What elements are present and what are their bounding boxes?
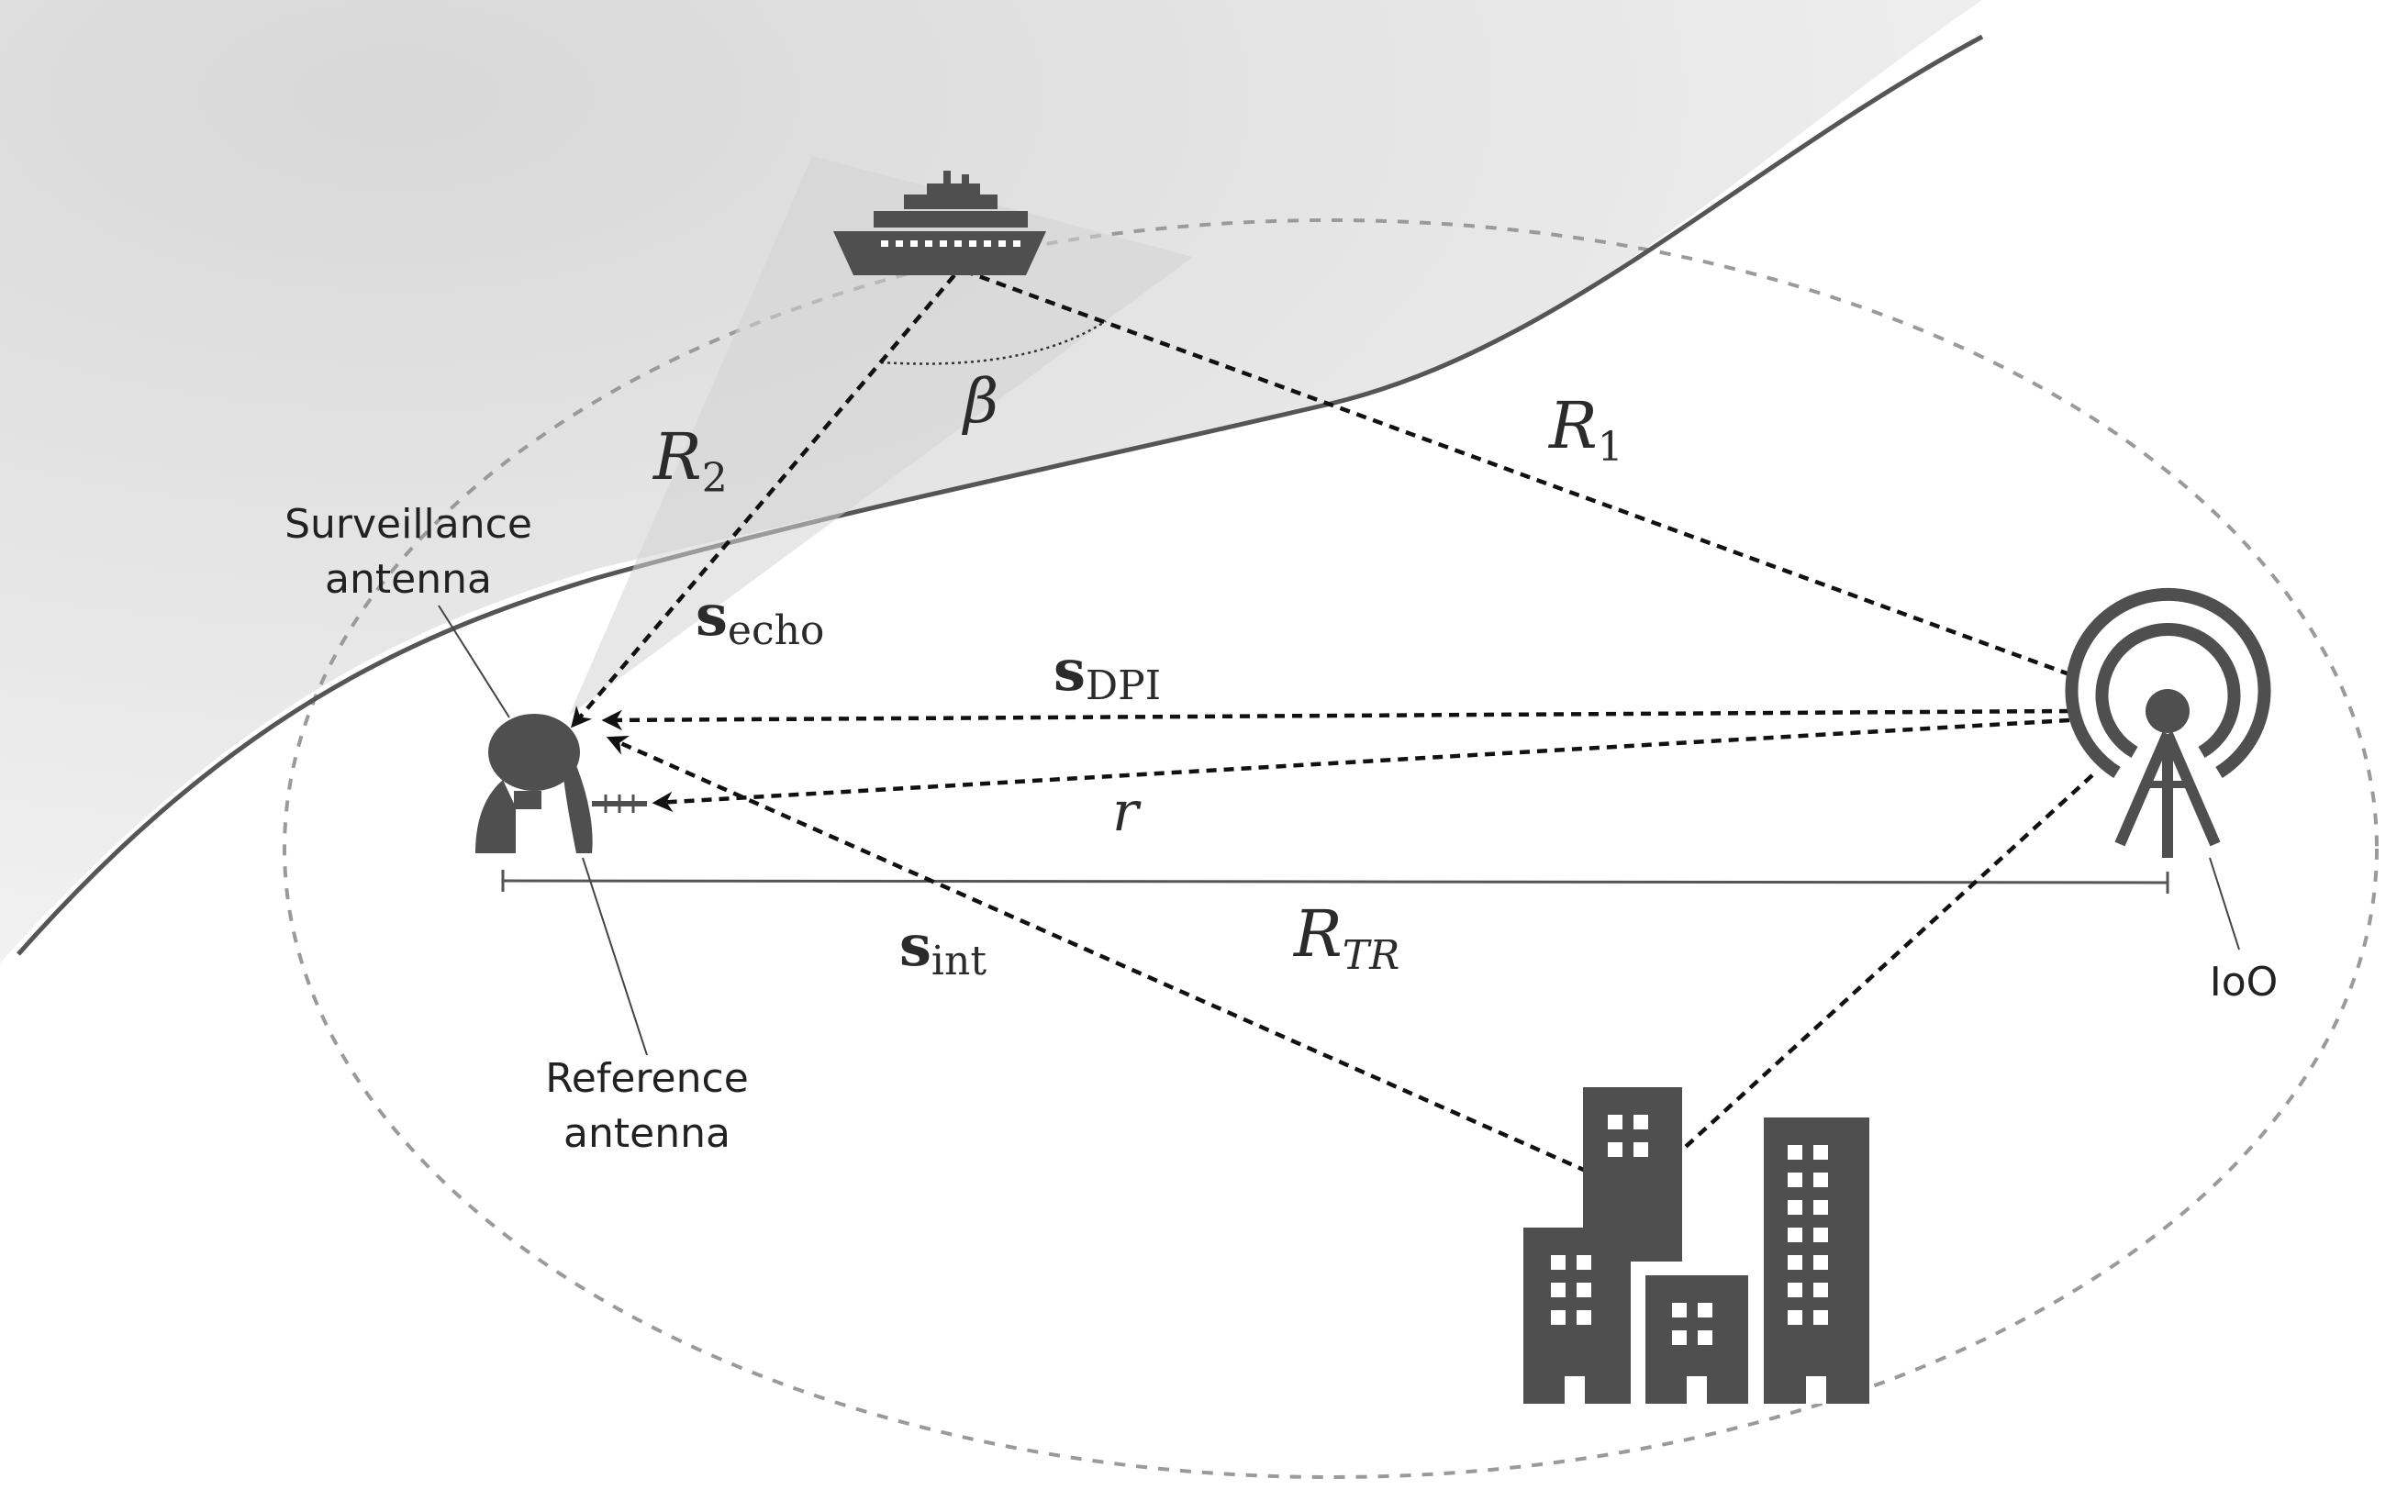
leader-reference xyxy=(582,857,648,1056)
label-s-int: sint xyxy=(899,912,987,984)
label-r2: R2 xyxy=(652,419,728,502)
path-r2-echo xyxy=(571,273,956,728)
label-r1: R1 xyxy=(1547,388,1623,471)
label-r-small: r xyxy=(1112,780,1142,844)
path-dpi xyxy=(601,708,2070,731)
leader-surveillance xyxy=(438,605,510,718)
ship-icon xyxy=(833,171,1046,275)
transmitter-tower-icon xyxy=(2065,587,2271,858)
sea-region xyxy=(0,0,1982,963)
label-surveillance-line2: antenna xyxy=(325,556,492,603)
leader-ioo xyxy=(2209,857,2240,951)
path-r1 xyxy=(963,268,2070,677)
coastline xyxy=(17,34,1984,956)
label-reference-line2: antenna xyxy=(563,1110,730,1157)
label-s-dpi: sDPI xyxy=(1054,637,1161,709)
beta-angle-arc xyxy=(880,319,1107,365)
label-beta: β xyxy=(961,366,998,437)
label-reference-line1: Reference xyxy=(545,1055,749,1102)
label-ioo: IoO xyxy=(2210,959,2279,1006)
label-rtr: RTR xyxy=(1292,896,1399,979)
path-reference-r xyxy=(652,717,2070,813)
label-s-echo: secho xyxy=(696,582,824,654)
receiver-antennas-icon xyxy=(475,714,647,853)
baseline-rtr xyxy=(501,870,2169,894)
coverage-ellipse xyxy=(283,218,2379,1479)
buildings-icon xyxy=(1523,1087,1869,1404)
label-surveillance-line1: Surveillance xyxy=(284,501,532,548)
path-interference xyxy=(606,736,1636,1195)
